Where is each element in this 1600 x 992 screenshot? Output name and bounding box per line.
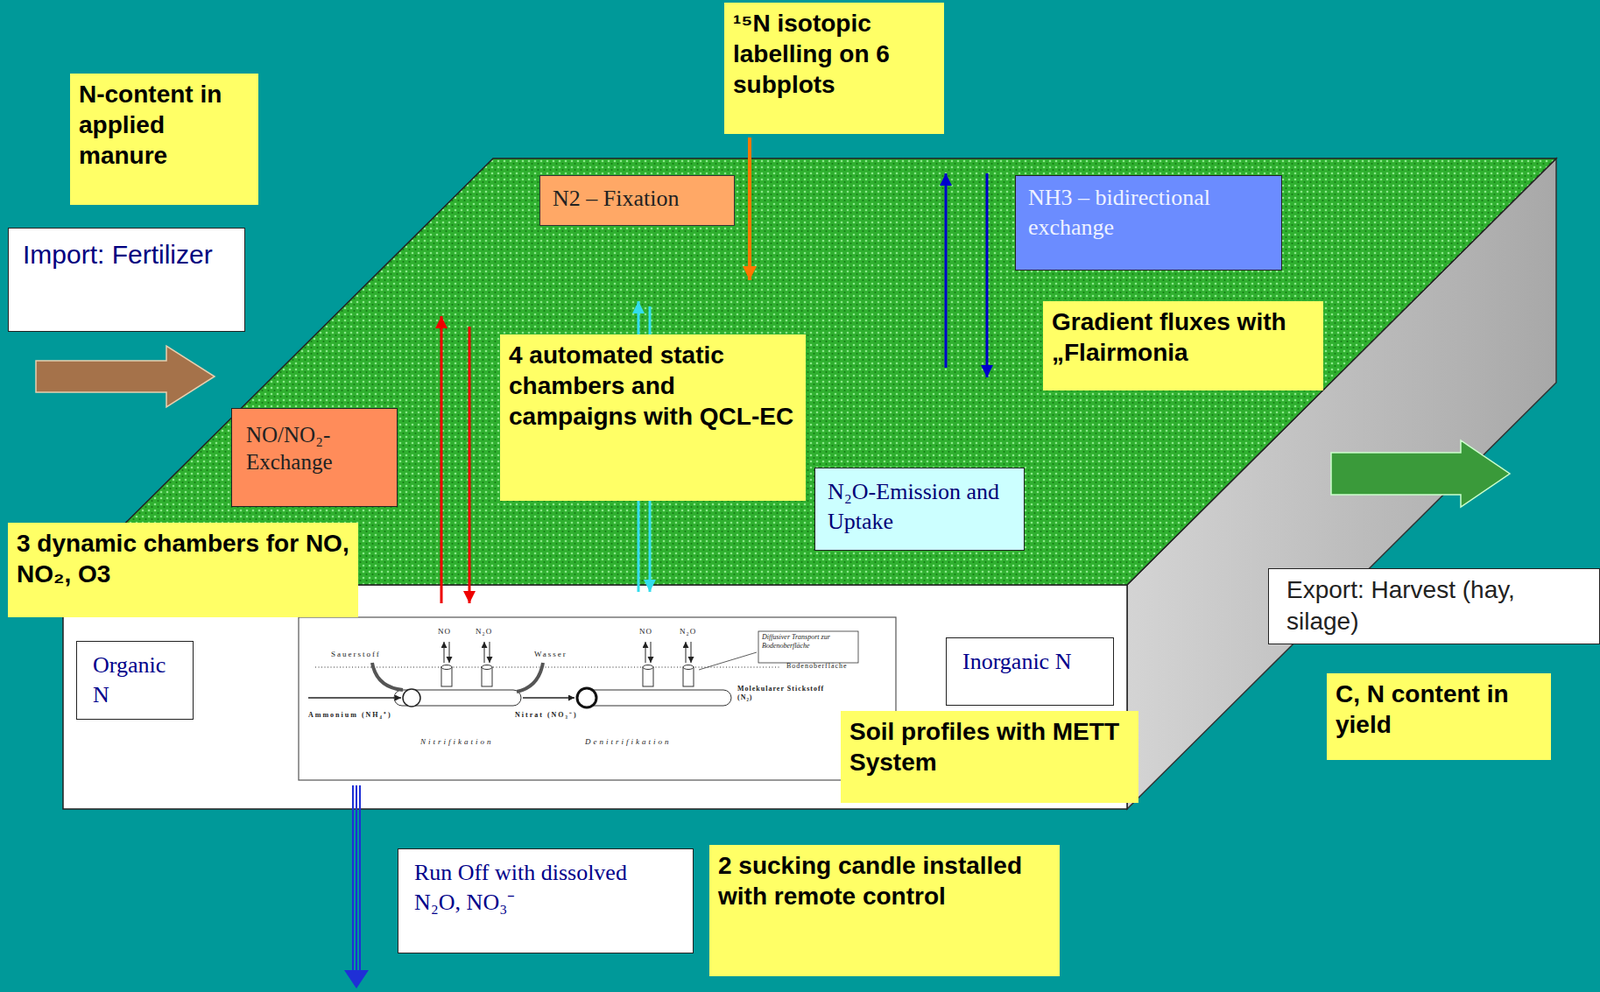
sketch-label: Molekularer Stickstoff (N₂) [737, 684, 829, 702]
pool-box: Organic N [76, 641, 194, 720]
node-text: 4 automated static chambers and campaign… [508, 339, 797, 432]
flow-box: Run Off with dissolved N₂O, NO₃⁻ [397, 848, 694, 954]
sketch-label: Bodenoberfläche [786, 662, 848, 671]
no-flux-arrow [468, 326, 472, 604]
method-note: 4 automated static chambers and campaign… [500, 334, 806, 501]
import-arrow [35, 345, 215, 408]
node-text: N2 – Fixation [552, 184, 722, 212]
node-text: NH3 – bidirectional exchange [1028, 183, 1269, 243]
node-text: Soil profiles with METT System [849, 716, 1130, 778]
method-note: 2 sucking candle installed with remote c… [709, 845, 1060, 977]
method-note: N-content in applied manure [70, 73, 259, 205]
sketch-label: Nitrifikation [420, 737, 494, 748]
pool-box: Inorganic N [945, 637, 1114, 706]
grassland-surface [63, 158, 1557, 586]
note-frame [758, 631, 859, 663]
node-text: Import: Fertilizer [22, 237, 231, 272]
no-flux-arrow [440, 316, 444, 604]
sketch-label: Sauerstoff [331, 649, 381, 660]
water-arc [516, 662, 543, 692]
sketch-label: NO [639, 627, 653, 637]
node-text: NO/NO₂- Exchange [246, 421, 383, 477]
node-text: Organic N [92, 650, 177, 711]
sketch-label: Denitrifikation [585, 737, 672, 748]
node-text: N₂O-Emission and Uptake [827, 477, 1012, 537]
node-text: ¹⁵N isotopic labelling on 6 subplots [733, 7, 936, 100]
process-box: N₂O-Emission and Uptake [814, 467, 1025, 551]
oxygen-arc [372, 662, 403, 691]
sketch-label: Wasser [534, 649, 568, 660]
leader-line [698, 652, 757, 670]
sketch-label: N₂O [475, 627, 493, 637]
sketch-label: NO [437, 627, 452, 637]
sketch-label: N₂O [679, 627, 697, 637]
flow-box: Export: Harvest (hay, silage) [1268, 568, 1600, 645]
diffusion-tubes [441, 665, 694, 688]
node-text: 2 sucking candle installed with remote c… [718, 850, 1051, 912]
node-text: Run Off with dissolved N₂O, NO₃⁻ [414, 858, 677, 918]
nitrifier-cell [402, 689, 421, 707]
export-arrow [1331, 440, 1510, 508]
runoff-arrow [344, 785, 369, 989]
labelling-arrow [747, 137, 752, 281]
sketch-label: Diffusiver Transport zur Bodenoberfläche [761, 633, 855, 650]
method-note: ¹⁵N isotopic labelling on 6 subplots [724, 2, 945, 134]
denitrification-tube [577, 690, 732, 706]
sketch-label: Ammonium (NH₄⁺) [308, 711, 393, 720]
node-text: 3 dynamic chambers for NO, NO₂, O3 [16, 528, 350, 590]
method-note: Gradient fluxes with „Flairmonia [1043, 301, 1324, 391]
method-note: C, N content in yield [1326, 673, 1551, 761]
sketch-frame [298, 617, 896, 781]
node-text: N-content in applied manure [78, 78, 250, 171]
nh3-flux-arrow [986, 173, 989, 378]
gas-exchange-arrows [444, 641, 691, 663]
flow-box: Import: Fertilizer [7, 227, 246, 332]
node-text: Gradient fluxes with „Flairmonia [1051, 306, 1315, 368]
method-note: Soil profiles with METT System [840, 711, 1139, 804]
process-box: N2 – Fixation [539, 175, 735, 226]
sketch-label: Nitrat (NO₃⁻) [514, 711, 578, 720]
process-box: NH3 – bidirectional exchange [1014, 175, 1283, 271]
node-text: C, N content in yield [1335, 678, 1543, 741]
process-arrow [522, 697, 575, 699]
process-arrow [308, 697, 402, 699]
node-text: Export: Harvest (hay, silage) [1286, 574, 1582, 639]
nitrification-tube [394, 690, 522, 706]
denitrifier-cell [577, 688, 597, 708]
node-text: Inorganic N [962, 647, 1098, 677]
soil-process-sketch [298, 617, 896, 781]
soil-surface-line [315, 667, 780, 669]
method-note: 3 dynamic chambers for NO, NO₂, O3 [7, 522, 359, 618]
nh3-flux-arrow [944, 173, 948, 368]
process-box: NO/NO₂- Exchange [231, 408, 398, 508]
